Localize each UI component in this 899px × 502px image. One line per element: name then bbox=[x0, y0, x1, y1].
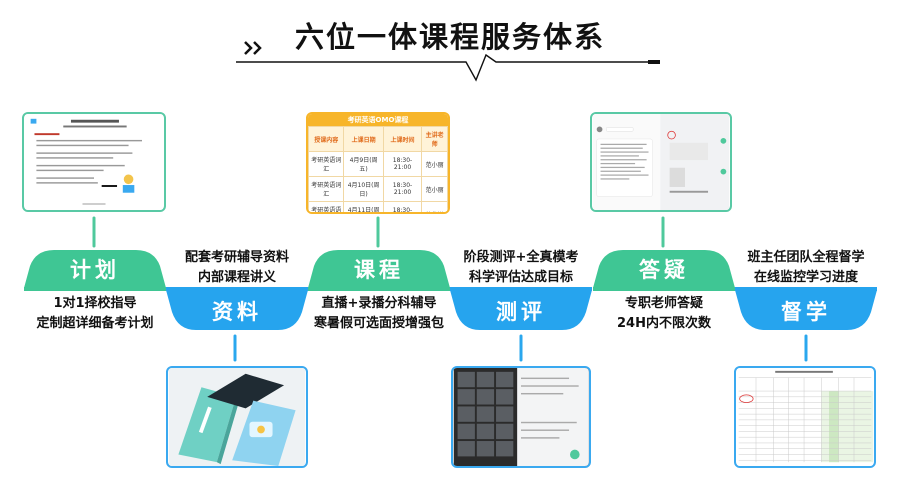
course-table-cell: 18:30-21:00 bbox=[382, 176, 423, 202]
course-table-header: 授课内容 bbox=[308, 126, 345, 152]
course-table-row: 考研英语语法4月11日(周一)18:30-21:00徐俊洪 bbox=[308, 201, 448, 212]
step-desc-material: 配套考研辅导资料内部课程讲义 bbox=[156, 248, 318, 288]
course-table-cell: 范小丽 bbox=[421, 151, 448, 177]
step-desc-line: 专职老师答疑 bbox=[624, 296, 703, 311]
course-table-cell: 范小丽 bbox=[421, 176, 448, 202]
step-desc-course: 直播+录播分科辅导寒暑假可选面授增强包 bbox=[298, 294, 460, 334]
page-title: 六位一体课程服务体系 bbox=[294, 20, 605, 54]
materials-books-image bbox=[168, 368, 306, 466]
supervise-sheet-thumbnail bbox=[734, 366, 876, 468]
step-desc-line: 内部课程讲义 bbox=[197, 270, 276, 285]
title-decoration bbox=[236, 41, 660, 82]
step-desc-line: 寒暑假可选面授增强包 bbox=[313, 316, 444, 331]
qa-chat-image bbox=[592, 114, 730, 210]
test-video-thumbnail bbox=[451, 366, 591, 468]
qa-chat-thumbnail bbox=[590, 112, 732, 212]
tab-label-plan: 计划 bbox=[70, 258, 120, 282]
materials-books-thumbnail bbox=[166, 366, 308, 468]
supervise-sheet-image bbox=[736, 368, 874, 466]
tab-label-course: 课程 bbox=[354, 258, 404, 282]
course-table-cell: 4月11日(周一) bbox=[343, 201, 384, 212]
step-desc-test: 阶段测评+全真模考科学评估达成目标 bbox=[440, 248, 602, 288]
course-table-cell: 考研英语词汇 bbox=[308, 176, 345, 202]
course-table-header: 上课时间 bbox=[382, 126, 423, 152]
course-card-header: 考研英语OMO课程 bbox=[308, 114, 448, 126]
course-table-cell: 考研英语语法 bbox=[308, 201, 345, 212]
plan-document-thumbnail bbox=[22, 112, 166, 212]
tab-label-qa: 答疑 bbox=[639, 258, 689, 282]
step-desc-line: 配套考研辅导资料 bbox=[184, 250, 289, 265]
step-desc-line: 定制超详细备考计划 bbox=[36, 316, 154, 331]
step-desc-supervise: 班主任团队全程督学在线监控学习进度 bbox=[725, 248, 887, 288]
step-desc-line: 在线监控学习进度 bbox=[753, 270, 858, 285]
step-desc-line: 科学评估达成目标 bbox=[468, 270, 573, 285]
step-desc-line: 直播+录播分科辅导 bbox=[321, 296, 437, 311]
test-video-image bbox=[453, 368, 589, 466]
course-table-header: 上课日期 bbox=[343, 126, 384, 152]
tab-material: 资料 bbox=[166, 292, 308, 330]
step-desc-line: 1对1择校指导 bbox=[53, 296, 137, 311]
tab-qa: 答疑 bbox=[593, 250, 735, 288]
tab-course: 课程 bbox=[308, 250, 450, 288]
tab-label-test: 测评 bbox=[496, 300, 546, 324]
tab-label-material: 资料 bbox=[212, 300, 262, 324]
plan-document-image bbox=[24, 114, 164, 210]
tab-label-supervise: 督学 bbox=[781, 300, 831, 324]
step-desc-qa: 专职老师答疑 24H内不限次数 bbox=[583, 294, 745, 334]
course-table-header: 主讲老师 bbox=[421, 126, 448, 152]
course-table-cell: 徐俊洪 bbox=[421, 201, 448, 212]
step-desc-line: 24H内不限次数 bbox=[617, 316, 711, 331]
tab-test: 测评 bbox=[450, 292, 592, 330]
step-desc-plan: 1对1择校指导定制超详细备考计划 bbox=[14, 294, 176, 334]
tab-plan: 计划 bbox=[24, 250, 166, 288]
course-table-cell: 考研英语词汇 bbox=[308, 151, 345, 177]
step-desc-line: 阶段测评+全真模考 bbox=[463, 250, 579, 265]
course-table-cell: 4月9日(周五) bbox=[343, 151, 384, 177]
step-desc-line: 班主任团队全程督学 bbox=[747, 250, 865, 265]
course-table-cell: 18:30-21:00 bbox=[382, 151, 423, 177]
course-table-cell: 18:30-21:00 bbox=[382, 201, 423, 212]
tab-supervise: 督学 bbox=[735, 292, 877, 330]
course-table-cell: 4月10日(周日) bbox=[343, 176, 384, 202]
